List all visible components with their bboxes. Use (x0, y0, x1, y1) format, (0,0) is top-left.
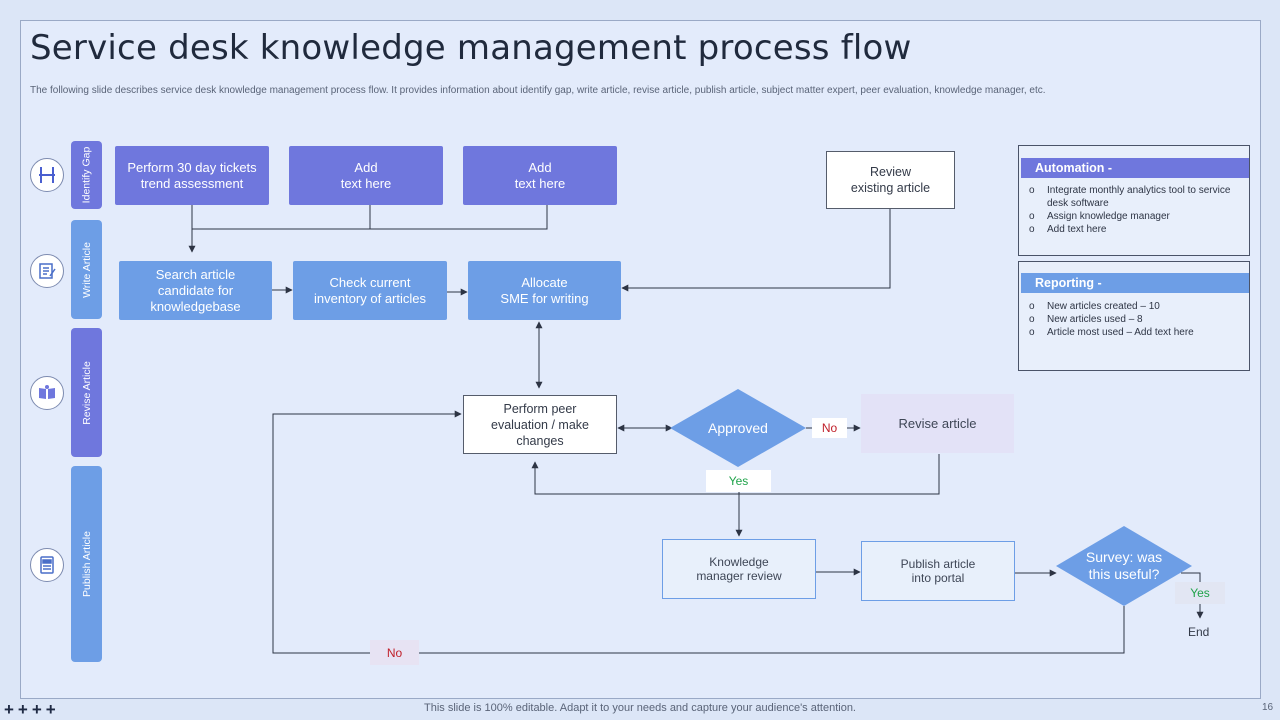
list-item: New articles used – 8 (1029, 313, 1243, 326)
search-article-box: Search article candidate for knowledgeba… (119, 261, 272, 320)
document-pen-icon (30, 254, 64, 288)
list-item: Add text here (1029, 223, 1243, 236)
connector-revise-peer (531, 454, 940, 495)
lane-write-article: Write Article (71, 220, 102, 319)
connector-review-allocate (621, 209, 891, 292)
automation-panel: Automation - Integrate monthly analytics… (1018, 145, 1250, 256)
survey-no-tag: No (370, 640, 419, 665)
review-existing-article-box: Review existing article (826, 151, 955, 209)
lane-revise-article: Revise Article (71, 328, 102, 457)
hourglass-icon (30, 158, 64, 192)
lane-label: Revise Article (80, 360, 93, 425)
corner-cross-marks: ++++ (4, 700, 60, 719)
page-subtitle: The following slide describes service de… (30, 85, 1046, 96)
approved-diamond (670, 389, 806, 467)
list-item: Assign knowledge manager (1029, 210, 1243, 223)
add-text-box-2: Add text here (463, 146, 617, 205)
automation-list: Integrate monthly analytics tool to serv… (1029, 184, 1243, 236)
footer-note: This slide is 100% editable. Adapt it to… (424, 702, 856, 714)
lane-identify-gap: Identify Gap (71, 141, 102, 209)
check-inventory-box: Check current inventory of articles (293, 261, 447, 320)
add-text-box-1: Add text here (289, 146, 443, 205)
lane-label: Identify Gap (80, 146, 93, 204)
article-page-icon (30, 548, 64, 582)
trend-assessment-box: Perform 30 day tickets trend assessment (115, 146, 269, 205)
list-item: Integrate monthly analytics tool to serv… (1029, 184, 1243, 210)
peer-evaluation-box: Perform peer evaluation / make changes (463, 395, 617, 454)
reporting-heading: Reporting - (1021, 273, 1249, 293)
approved-decision-label: Approved (708, 420, 768, 436)
connector-survey-no-loop (272, 410, 1125, 654)
survey-yes-tag: Yes (1175, 582, 1225, 604)
knowledge-manager-review-box: Knowledge manager review (662, 539, 816, 599)
allocate-sme-box: Allocate SME for writing (468, 261, 621, 320)
lane-publish-article: Publish Article (71, 466, 102, 662)
automation-heading: Automation - (1021, 158, 1249, 178)
reporting-list: New articles created – 10 New articles u… (1029, 300, 1243, 339)
survey-decision-label: Survey: was this useful? (1085, 549, 1163, 582)
page-number: 16 (1262, 702, 1274, 713)
lane-label: Publish Article (80, 531, 93, 597)
page-title: Service desk knowledge management proces… (30, 28, 912, 68)
list-item: New articles created – 10 (1029, 300, 1243, 313)
publish-article-box: Publish article into portal (861, 541, 1015, 601)
lane-label: Write Article (80, 241, 93, 298)
approved-no-tag: No (812, 418, 847, 438)
end-label: End (1188, 625, 1210, 639)
survey-diamond (1056, 526, 1192, 606)
reporting-panel: Reporting - New articles created – 10 Ne… (1018, 261, 1250, 371)
book-icon (30, 376, 64, 410)
approved-yes-tag: Yes (706, 470, 771, 492)
list-item: Article most used – Add text here (1029, 326, 1243, 339)
revise-article-box: Revise article (861, 394, 1014, 453)
